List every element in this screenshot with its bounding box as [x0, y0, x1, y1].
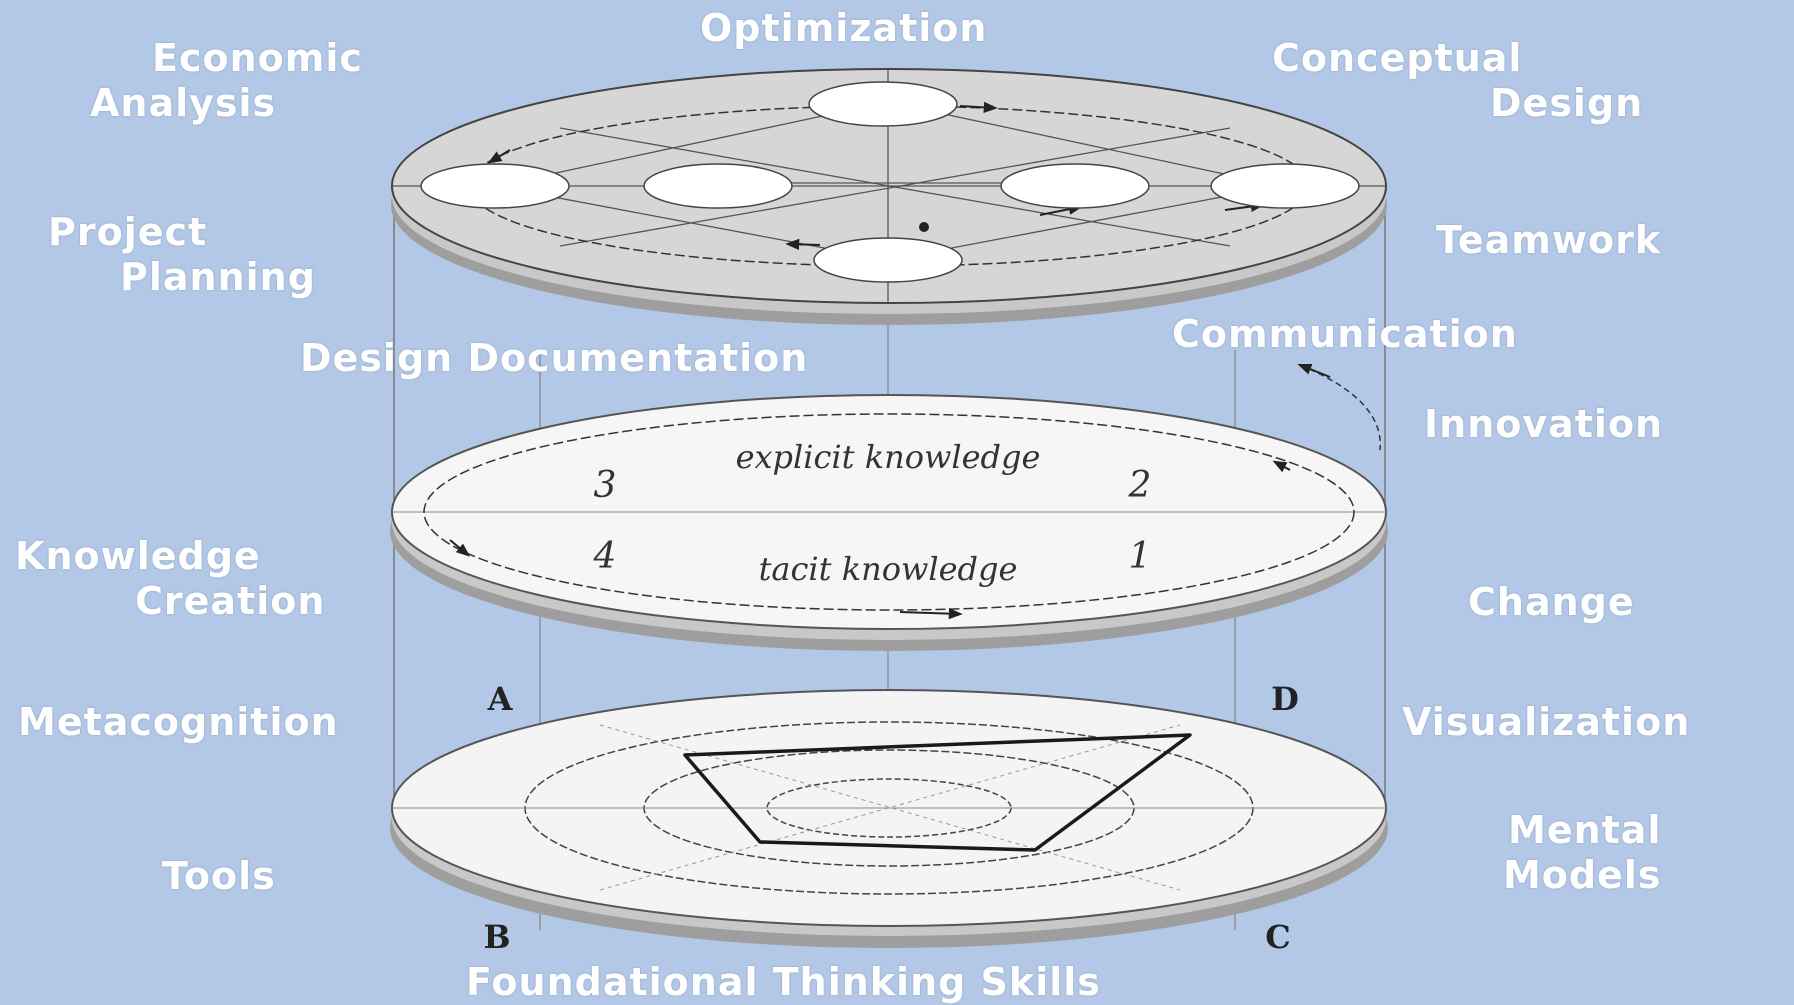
label-knowledge-creation: Knowledge Creation [15, 534, 325, 624]
label-analysis: Analysis [90, 81, 277, 125]
label-mental: Mental [1508, 808, 1662, 852]
label-knowledge: Knowledge [15, 534, 261, 578]
corner-d: D [1271, 680, 1299, 718]
top-node-documentation [813, 237, 963, 283]
label-communication: Communication [1172, 312, 1518, 356]
quadrant-1: 1 [1129, 536, 1152, 577]
label-project-planning: Project Planning [48, 210, 316, 300]
top-disc [391, 68, 1387, 325]
label-metacognition: Metacognition [18, 700, 339, 744]
label-change: Change [1468, 580, 1635, 624]
corner-c: C [1265, 918, 1290, 956]
label-models: Models [1502, 853, 1662, 897]
label-optimization: Optimization [700, 6, 988, 50]
corner-b: B [483, 918, 510, 956]
bottom-disc [390, 689, 1388, 948]
corner-a: A [487, 680, 514, 718]
top-node-economic [420, 163, 570, 209]
label-conceptual-design: Conceptual Design [1272, 36, 1643, 126]
label-teamwork: Teamwork [1436, 218, 1662, 262]
label-innovation: Innovation [1424, 402, 1664, 446]
quadrant-3: 3 [594, 465, 617, 506]
top-node-design [1000, 163, 1150, 209]
label-creation: Creation [135, 579, 326, 623]
top-node-teamwork [1210, 163, 1360, 209]
label-mental-models: Mental Models [1488, 808, 1661, 898]
label-foundational-thinking-skills: Foundational Thinking Skills [466, 960, 1101, 1004]
quadrant-4: 4 [593, 536, 617, 577]
skills-pentagon [683, 733, 1192, 852]
label-economic-analysis: Economic Analysis [90, 36, 363, 126]
label-design: Design [1490, 81, 1644, 125]
label-project: Project [48, 210, 208, 254]
explicit-knowledge-text: explicit knowledge [736, 438, 1041, 476]
top-node-planning [643, 163, 793, 209]
label-design-documentation: Design Documentation [300, 336, 809, 380]
label-visualization: Visualization [1402, 700, 1691, 744]
label-tools: Tools [162, 854, 276, 898]
quadrant-2: 2 [1128, 465, 1152, 506]
middle-disc: explicit knowledge tacit knowledge 1 2 3… [390, 363, 1388, 651]
tacit-knowledge-text: tacit knowledge [759, 550, 1018, 588]
label-conceptual: Conceptual [1272, 36, 1523, 80]
top-node-optimization [808, 81, 958, 127]
label-planning: Planning [120, 255, 316, 299]
label-economic: Economic [152, 36, 363, 80]
